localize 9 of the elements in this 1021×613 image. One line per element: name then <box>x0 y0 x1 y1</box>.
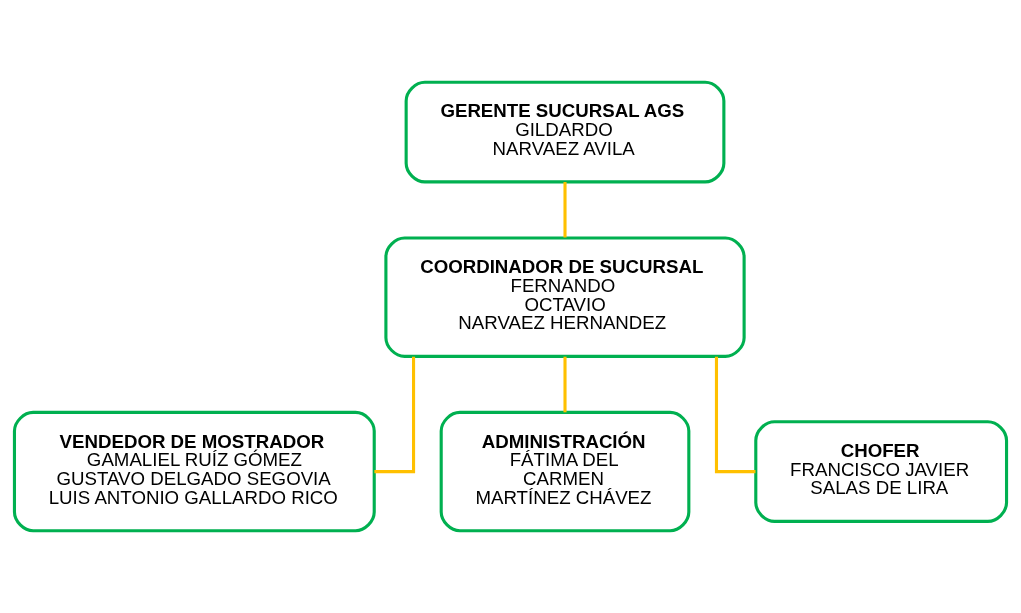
connector <box>563 356 567 413</box>
connector <box>714 356 756 474</box>
node-box: CHOFER FRANCISCO JAVIER SALAS DE LIRA <box>754 420 1009 523</box>
connector <box>374 356 416 474</box>
node-box: VENDEDOR DE MOSTRADOR GAMALIEL RUÍZ GÓMEZ GUSTAVO DELGADO SEGOVIA LUIS ANTONIO GALLARDO RICO <box>12 410 376 533</box>
node-box: ADMINISTRACIÓN FÁTIMA DEL CARMEN MARTÍNEZ CHÁVEZ <box>439 410 691 533</box>
node-box: GERENTE SUCURSAL AGS GILDARDO NARVAEZ AVILA <box>404 80 726 184</box>
node-box: COORDINADOR DE SUCURSAL FERNANDO OCTAVIO NARVAEZ HERNANDEZ <box>384 236 746 358</box>
connector <box>563 182 567 238</box>
